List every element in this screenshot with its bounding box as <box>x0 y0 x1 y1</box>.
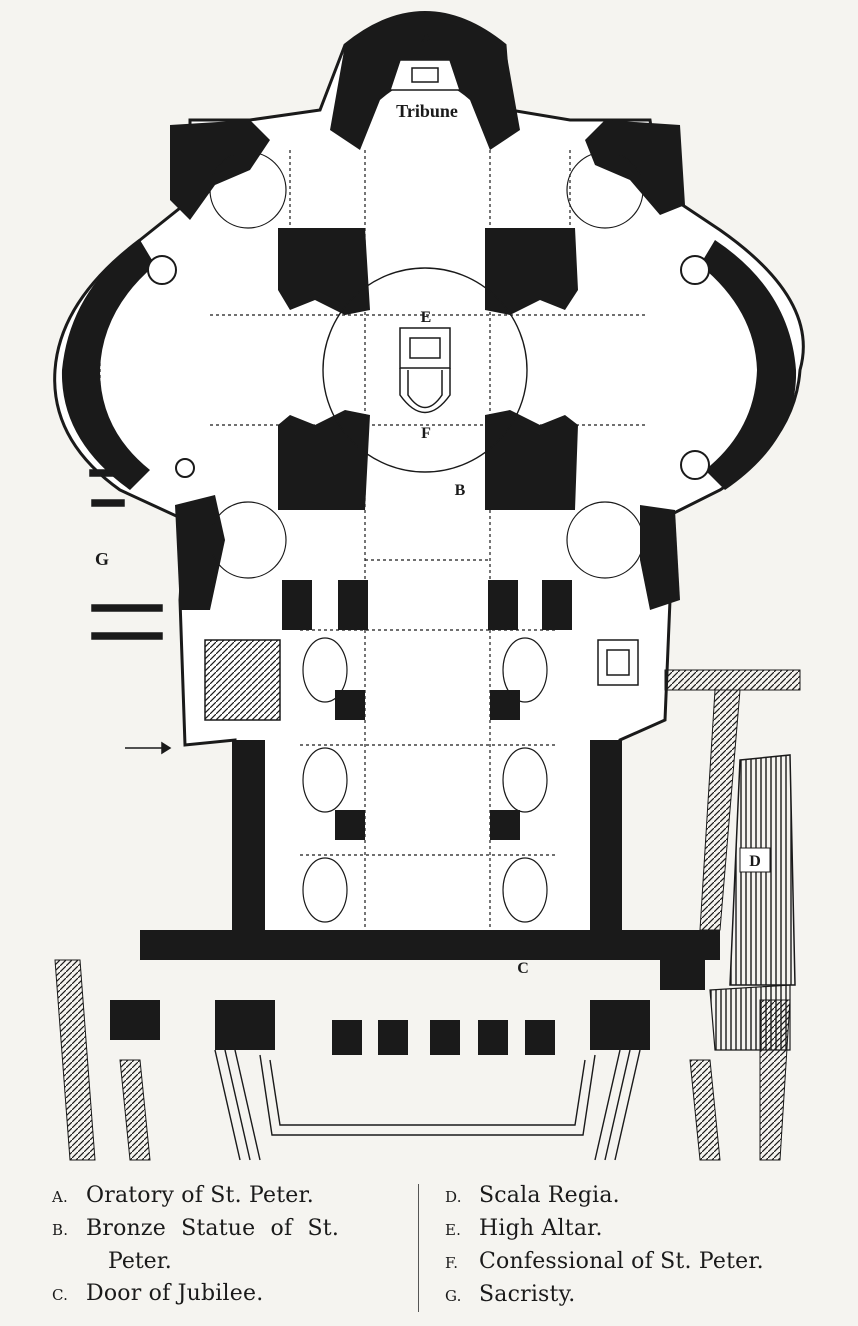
colonnade-right <box>689 999 791 1161</box>
legend-item-c: C. Door of Jubilee. <box>52 1278 402 1311</box>
legend-text: Bronze Statue of St. <box>86 1216 340 1241</box>
legend-text: Door of Jubilee. <box>86 1281 264 1306</box>
marker-b: B <box>455 482 466 499</box>
legend-text: Scala Regia. <box>479 1183 620 1208</box>
crossing-piers <box>278 228 578 510</box>
entrance-arrows <box>89 469 172 755</box>
legend-text: Sacristy. <box>479 1282 576 1307</box>
legend-divider <box>418 1184 419 1312</box>
legend-item-d: D. Scala Regia. <box>445 1180 845 1213</box>
legend-text: Confessional of St. Peter. <box>479 1249 764 1274</box>
legend-text: High Altar. <box>479 1216 603 1241</box>
vault-grid <box>99 150 761 930</box>
legend-item-g: G. Sacristy. <box>445 1279 845 1312</box>
marker-a: A <box>421 31 432 46</box>
legend-item-b: B. Bronze Statue of St. <box>52 1213 402 1246</box>
legend-key: C. <box>52 1286 69 1304</box>
legend-key: G. <box>445 1287 462 1305</box>
chapel-domes <box>209 151 644 923</box>
high-altar <box>399 327 451 414</box>
legend-key: A. <box>52 1188 69 1206</box>
legend-text: Oratory of St. Peter. <box>86 1183 314 1208</box>
scala-regia <box>664 669 801 1051</box>
legend-item-f: F. Confessional of St. Peter. <box>445 1246 845 1279</box>
portico-steps <box>214 1049 641 1161</box>
marker-g: G <box>95 549 109 569</box>
marker-d: D <box>749 853 761 870</box>
legend-item-e: E. High Altar. <box>445 1213 845 1246</box>
legend-key: F. <box>445 1254 459 1272</box>
legend-key: B. <box>52 1221 69 1239</box>
nave-piers <box>110 580 705 1055</box>
legend-right-column: D. Scala Regia. E. High Altar. F. Confes… <box>445 1180 845 1312</box>
floor-plan: Tribune A E F B G C D <box>53 11 805 1161</box>
marker-e: E <box>421 309 432 326</box>
basilica-outline <box>53 11 805 952</box>
dome-circle <box>322 267 528 473</box>
tribune-label: Tribune <box>396 101 458 121</box>
legend-item-a: A. Oratory of St. Peter. <box>52 1180 402 1213</box>
stair-towers <box>147 255 710 480</box>
legend-left-column: A. Oratory of St. Peter. B. Bronze Statu… <box>52 1180 402 1311</box>
right-chapel <box>597 639 639 686</box>
legend-key: D. <box>445 1188 462 1206</box>
legend-key: E. <box>445 1221 462 1239</box>
colonnade-left <box>54 959 151 1161</box>
marker-f: F <box>421 425 431 442</box>
oratory <box>388 59 462 91</box>
left-chapel <box>204 639 281 721</box>
marker-c: C <box>517 960 529 977</box>
legend-item-b-continuation: Peter. <box>108 1249 172 1274</box>
legend: A. Oratory of St. Peter. B. Bronze Statu… <box>0 1170 858 1326</box>
